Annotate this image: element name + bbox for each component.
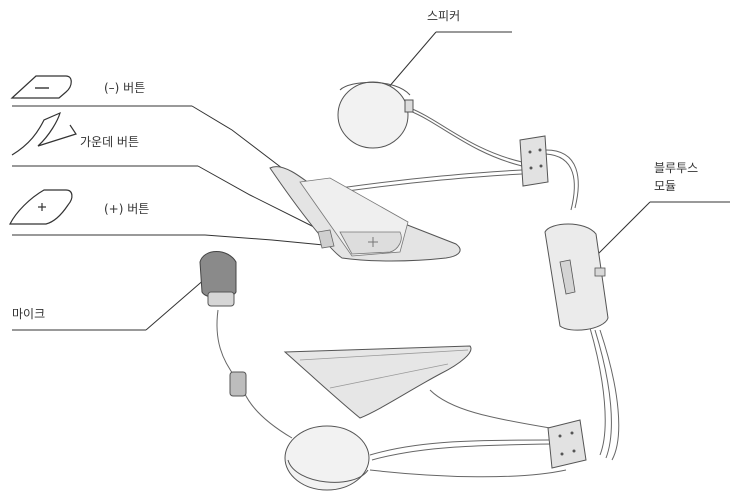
minus-button-legend: (–) 버튼 [10, 75, 296, 179]
speaker-top [337, 81, 414, 149]
bluetooth-module-label-line2: 모듈 [654, 179, 676, 193]
center-button-legend: 가운데 버튼 [11, 111, 317, 229]
speaker-callout: 스피커 [387, 9, 512, 89]
microphone [199, 251, 247, 397]
microphone-leader-diag [145, 277, 207, 331]
bluetooth-module-leader-diag [589, 201, 651, 263]
connector-top [519, 135, 549, 187]
plus-button-leader-tail [204, 234, 335, 247]
lower-bracket [283, 345, 472, 419]
plus-button-label: (+) 버튼 [104, 202, 149, 216]
bluetooth-module-label-line1: 블루투스 [654, 161, 698, 175]
plus-button-legend: (+) 버튼 [9, 189, 335, 247]
microphone-callout: 마이크 [12, 277, 207, 331]
center-button-label: 가운데 버튼 [80, 135, 139, 149]
minus-button-label: (–) 버튼 [104, 81, 145, 95]
control-unit [269, 166, 461, 262]
bluetooth-module [544, 223, 609, 331]
minus-key-icon [10, 75, 72, 99]
connector-bottom [547, 419, 587, 469]
center-key-icon [11, 111, 77, 156]
center-button-leader-tail [197, 165, 317, 229]
speaker-leader-diag [387, 31, 437, 89]
speaker-label: 스피커 [427, 9, 460, 23]
microphone-label: 마이크 [12, 307, 45, 321]
speaker-bottom [284, 425, 370, 491]
minus-button-leader-tail [191, 105, 296, 179]
bluetooth-module-callout: 블루투스 모듈 [589, 161, 730, 263]
